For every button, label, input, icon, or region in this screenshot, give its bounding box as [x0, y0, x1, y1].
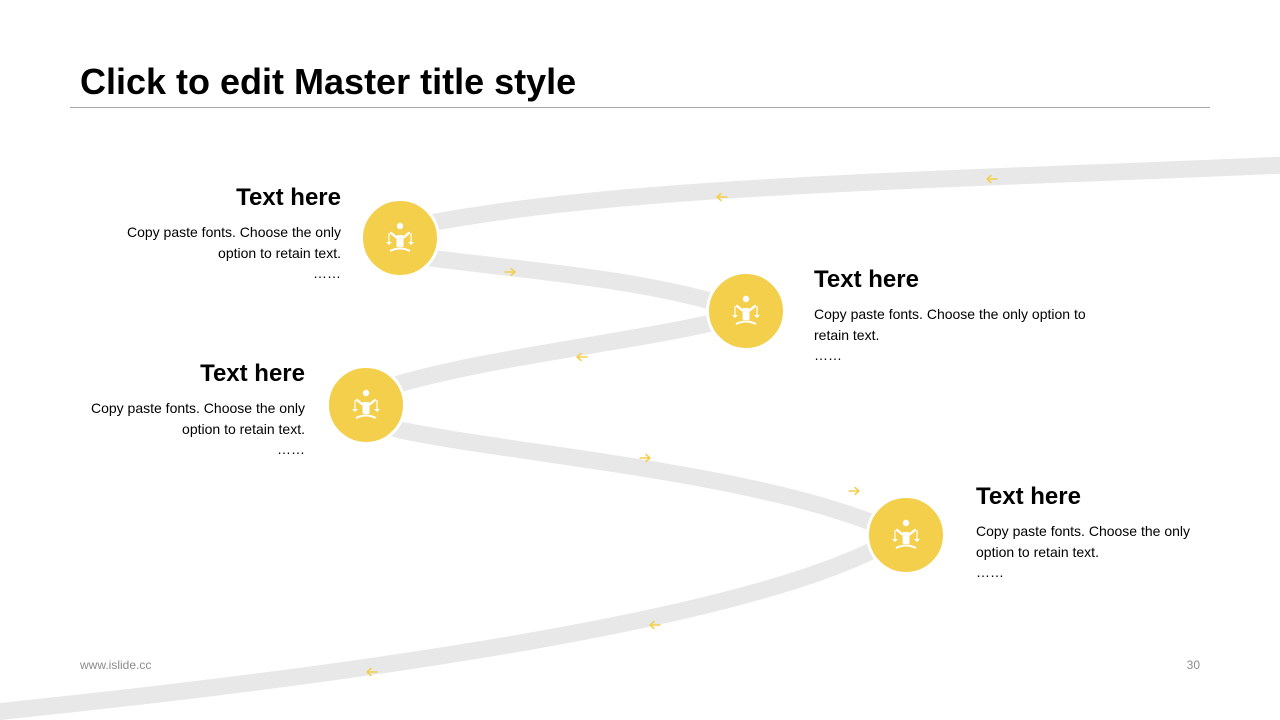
milestone-text-1: Text here Copy paste fonts. Choose the o…: [110, 184, 341, 282]
arrow-left-icon: [576, 352, 588, 362]
arrow-right-icon: [639, 453, 651, 463]
arrow-left-icon: [649, 620, 661, 630]
milestone-description[interactable]: Copy paste fonts. Choose the only option…: [126, 224, 341, 261]
judge-scales-icon: [386, 222, 414, 252]
milestone-text-4: Text here Copy paste fonts. Choose the o…: [976, 483, 1208, 581]
milestone-heading[interactable]: Text here: [200, 360, 305, 387]
milestone-text-3: Text here Copy paste fonts. Choose the o…: [74, 360, 305, 458]
arrow-left-icon: [716, 192, 728, 202]
arrow-right-icon: [848, 486, 860, 496]
arrow-right-icon: [504, 267, 516, 277]
milestone-node-2[interactable]: [706, 271, 786, 351]
milestone-node-4[interactable]: [866, 495, 946, 575]
milestone-ellipsis: ……: [277, 441, 305, 457]
milestone-ellipsis: ……: [313, 265, 341, 281]
road-path: [0, 156, 1280, 720]
title-divider: [70, 107, 1210, 108]
milestone-node-1[interactable]: [360, 198, 440, 278]
milestone-description[interactable]: Copy paste fonts. Choose the only option…: [976, 523, 1191, 560]
judge-scales-icon: [892, 519, 920, 549]
milestone-ellipsis: ……: [814, 347, 842, 363]
slide-title[interactable]: Click to edit Master title style: [80, 61, 577, 102]
direction-arrow-icons: [366, 174, 998, 677]
milestone-heading[interactable]: Text here: [236, 184, 341, 211]
milestone-description[interactable]: Copy paste fonts. Choose the only option…: [814, 306, 1086, 343]
arrow-left-icon: [986, 174, 998, 184]
judge-scales-icon: [732, 295, 760, 325]
milestone-text-2: Text here Copy paste fonts. Choose the o…: [814, 266, 1114, 364]
arrow-left-icon: [366, 667, 378, 677]
milestone-description[interactable]: Copy paste fonts. Choose the only option…: [90, 400, 305, 437]
milestone-ellipsis: ……: [976, 564, 1004, 580]
milestone-heading[interactable]: Text here: [814, 266, 919, 293]
judge-scales-icon: [352, 389, 380, 419]
milestone-heading[interactable]: Text here: [976, 483, 1081, 510]
footer-website: www.islide.cc: [80, 658, 152, 672]
milestone-node-3[interactable]: [326, 365, 406, 445]
page-number: 30: [1186, 658, 1200, 672]
